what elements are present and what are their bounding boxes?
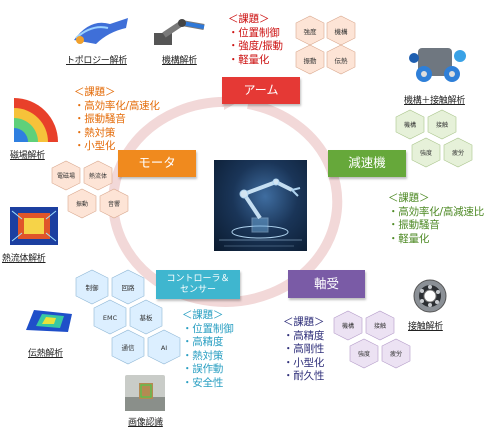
hex-bearing-contact [365, 310, 395, 341]
hex-bearing-fatigue [381, 338, 411, 369]
hex-motor-acoustic [99, 188, 129, 219]
hex-ctrl-label-circuit: 回路 [122, 283, 136, 292]
thermal-fluid-icon [10, 207, 58, 245]
hex-ctrl-label-control: 制御 [86, 283, 100, 292]
hex-ctrl-label-ai: AI [161, 344, 167, 352]
hex-arm-strength [295, 15, 325, 46]
bearing-issues: ＜課題＞ ・高精度 ・高剛性 ・小型化 ・耐久性 [283, 316, 325, 382]
motor-node: モータ [118, 150, 196, 177]
camera-scene-icon [125, 383, 165, 411]
mechanism-contact-thumb [404, 38, 470, 88]
hex-ctrl-board [129, 299, 163, 335]
topology-thumb [70, 10, 132, 48]
hex-arm-label-vibration: 振動 [304, 56, 318, 65]
robot-arm-icon [219, 178, 302, 247]
mechanism-icon [154, 19, 205, 45]
arm-node: アーム [222, 77, 300, 104]
hex-arm-heat [326, 44, 356, 75]
contact-thumb [412, 278, 448, 314]
hex-bearing-label-fatigue: 疲労 [390, 350, 402, 358]
motor-node-label: モータ [138, 155, 176, 171]
magnetic-field-icon [14, 98, 58, 142]
hex-reducer-mechanism [395, 109, 425, 140]
hex-bearing-mechanism [333, 310, 363, 341]
hex-ctrl-comm [111, 329, 145, 365]
arm-hex-group [295, 15, 356, 75]
hex-motor-thermal [83, 160, 113, 191]
hex-motor-label-thermal: 熱流体 [89, 172, 107, 180]
hex-bearing-strength [349, 338, 379, 369]
reducer-node-label: 減速機 [348, 155, 386, 171]
hex-reducer-label-contact: 接触 [436, 121, 448, 129]
hex-bearing-label-strength: 強度 [358, 350, 370, 358]
hex-reducer-contact [427, 109, 457, 140]
hex-motor-label-vibration: 振動 [76, 200, 88, 208]
bearing-node: 軸受 [288, 270, 365, 298]
hex-motor-em [51, 160, 81, 191]
image-recognition-thumb [125, 375, 165, 411]
hex-reducer-label-mechanism: 機構 [404, 121, 416, 129]
motor-issues: ＜課題＞ ・高効率化/高速化 ・振動騒音 ・熱対策 ・小型化 [74, 86, 160, 152]
controller-issues: ＜課題＞ ・位置制御 ・高精度 ・熱対策 ・誤作動 ・安全性 [182, 309, 234, 389]
image-recognition-label: 画像認識 [128, 418, 163, 428]
hex-ctrl-label-emc: EMC [103, 314, 118, 322]
hex-reducer-label-fatigue: 疲労 [452, 149, 464, 157]
thermal-fluid-thumb [8, 205, 60, 247]
hex-motor-vibration [67, 188, 97, 219]
reducer-node: 減速機 [328, 150, 406, 177]
hex-arm-label-strength: 強度 [304, 27, 318, 36]
reducer-issues: ＜課題＞ ・高効率化/高減速比 ・振動騒音 ・軽量化 [388, 192, 485, 245]
heat-transfer-icon [26, 310, 72, 332]
hex-bearing-label-contact: 接触 [374, 322, 386, 330]
hex-reducer-fatigue [443, 137, 473, 168]
heat-transfer-label: 伝熱解析 [28, 349, 63, 359]
controller-node-label: コントローラ＆ センサー [166, 274, 230, 295]
arm-issues: ＜課題＞ ・位置制御 ・強度/振動 ・軽量化 [228, 13, 283, 66]
arm-node-label: アーム [243, 82, 279, 97]
hex-arm-mechanism [326, 15, 356, 46]
hex-ctrl-control [75, 269, 109, 305]
hex-ctrl-label-comm: 通信 [122, 343, 136, 352]
hex-ctrl-label-board: 基板 [140, 313, 154, 322]
magnetic-label: 磁場解析 [10, 151, 45, 161]
hex-arm-label-heat: 伝熱 [335, 56, 349, 65]
controller-node: コントローラ＆ センサー [156, 270, 240, 299]
heat-transfer-thumb [24, 304, 74, 334]
thermal-fluid-label: 熱流体解析 [2, 254, 46, 264]
hex-ctrl-circuit [111, 269, 145, 305]
hex-arm-label-mechanism: 機構 [335, 27, 349, 36]
mechanism-contact-label: 機構＋接触解析 [404, 96, 465, 106]
hex-ctrl-ai [147, 329, 181, 365]
hex-motor-label-em: 電磁場 [57, 172, 75, 180]
topology-label: トポロジー解析 [66, 56, 127, 66]
bearing-node-label: 軸受 [313, 275, 339, 291]
ball-bearing-icon [413, 279, 447, 313]
hex-reducer-label-strength: 強度 [420, 149, 432, 157]
topology-icon [74, 18, 128, 44]
hex-arm-vibration [295, 44, 325, 75]
magnetic-thumb [12, 96, 62, 144]
mechanism-label: 機構解析 [162, 56, 197, 66]
gearbox-icon [409, 48, 466, 82]
mechanism-thumb [152, 13, 212, 47]
hex-bearing-label-mechanism: 機構 [342, 322, 354, 330]
contact-label: 接触解析 [408, 322, 443, 332]
hex-reducer-strength [411, 137, 441, 168]
hex-ctrl-emc [93, 299, 127, 335]
hex-motor-label-acoustic: 音響 [108, 200, 120, 208]
robot-arm-image [214, 160, 307, 251]
